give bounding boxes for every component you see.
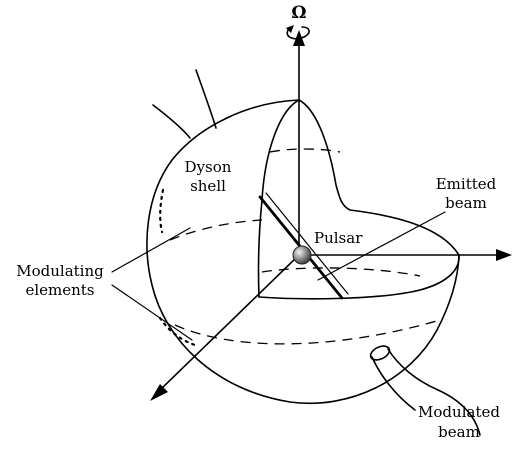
modulated-beam-tail: [437, 389, 481, 436]
dyson-label-line1: Dyson: [185, 158, 232, 176]
shell-outline: [146, 99, 460, 404]
rotation-circle-icon: [286, 26, 310, 40]
equator-back-dashed: [169, 219, 263, 241]
modulating-label-line2: elements: [25, 281, 94, 299]
horizontal-axis-arrowhead: [496, 249, 512, 261]
emitted-beam-line-b: [265, 192, 349, 295]
inner-plane-dashed: [261, 267, 421, 277]
omega-label: Ω: [291, 3, 306, 23]
equator-plane-front: [258, 254, 460, 300]
modulated-beam-aperture: [369, 345, 391, 361]
diagonal-axis-arrowhead: [150, 384, 168, 401]
emitted-beam-label-line2: beam: [445, 194, 487, 212]
modulated-beam-tube-left: [371, 356, 416, 411]
pulsar-label: Pulsar: [314, 229, 363, 247]
dyson-label-line2: shell: [190, 177, 226, 195]
modulating-element-upper: [159, 188, 165, 234]
rod-upper: [195, 69, 217, 129]
cutaway-top-right: [298, 99, 460, 256]
diagonal-axis: [159, 254, 300, 391]
emitted-beam-label-line1: Emitted: [436, 175, 497, 193]
cutaway-meridian: [257, 99, 300, 298]
pulsar-sphere: [292, 245, 312, 265]
upper-latitude-dashed: [269, 148, 341, 153]
modulated-beam-label-line2: beam: [438, 423, 480, 441]
rotation-arrow-icon: [286, 25, 294, 33]
rod-lower: [152, 104, 191, 139]
leader-emitted-beam: [317, 211, 446, 281]
lower-latitude-dashed: [174, 319, 441, 345]
leader-modulating-lower: [111, 284, 193, 341]
leader-modulating-upper: [111, 227, 191, 273]
modulating-label-line1: Modulating: [16, 262, 104, 280]
modulating-element-lower: [158, 316, 197, 347]
modulated-beam-label-line1: Modulated: [418, 403, 500, 421]
modulated-beam-tube-right: [387, 348, 439, 391]
